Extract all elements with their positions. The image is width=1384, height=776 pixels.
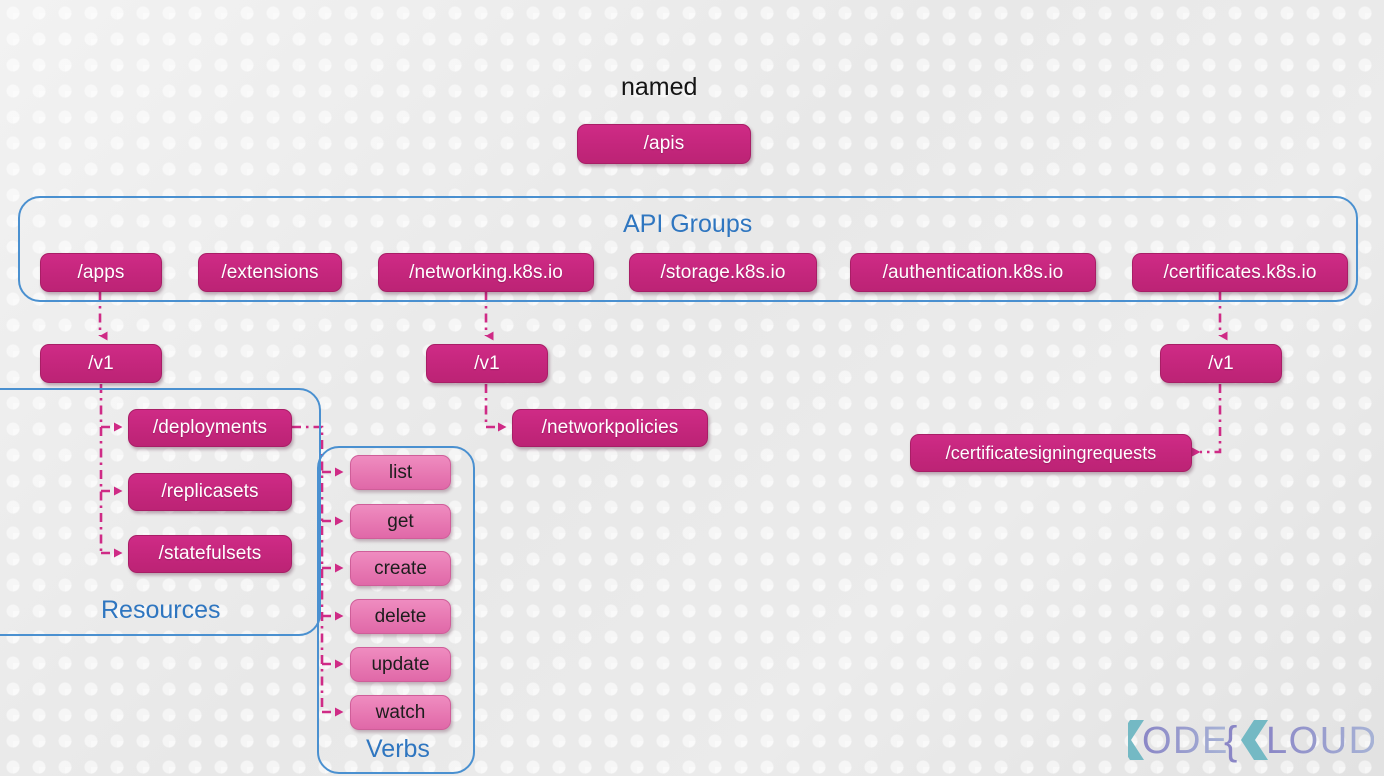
logo-brace-glyph: { [1224,719,1237,763]
api-groups-label: API Groups [623,210,753,238]
kodekloud-logo: ODE { LOUD [1128,719,1374,763]
resource-certificatesigningrequests[interactable]: /certificatesigningrequests [910,434,1192,472]
api-group-authentication[interactable]: /authentication.k8s.io [850,253,1096,292]
api-group-extensions[interactable]: /extensions [198,253,342,292]
verbs-label: Verbs [366,735,430,763]
api-group-certificates[interactable]: /certificates.k8s.io [1132,253,1348,292]
resource-networkpolicies[interactable]: /networkpolicies [512,409,708,447]
resource-statefulsets[interactable]: /statefulsets [128,535,292,573]
named-label: named [621,73,698,101]
logo-text-loud: LOUD [1266,720,1374,762]
resource-deployments[interactable]: /deployments [128,409,292,447]
resources-label: Resources [101,596,221,624]
verb-watch[interactable]: watch [350,695,451,730]
resources-container [0,388,321,636]
version-node-networking-v1[interactable]: /v1 [426,344,548,383]
api-group-storage[interactable]: /storage.k8s.io [629,253,817,292]
logo-text-ode: ODE [1142,720,1229,762]
verb-create[interactable]: create [350,551,451,586]
api-group-networking[interactable]: /networking.k8s.io [378,253,594,292]
resource-replicasets[interactable]: /replicasets [128,473,292,511]
verb-get[interactable]: get [350,504,451,539]
node-apis-root[interactable]: /apis [577,124,751,164]
version-node-certificates-v1[interactable]: /v1 [1160,344,1282,383]
logo-k-chevron-1 [1128,720,1144,760]
version-node-apps-v1[interactable]: /v1 [40,344,162,383]
verb-delete[interactable]: delete [350,599,451,634]
verb-list[interactable]: list [350,455,451,490]
logo-k-chevron-2 [1241,720,1268,760]
api-groups-container [18,196,1358,302]
verbs-container [317,446,475,774]
verb-update[interactable]: update [350,647,451,682]
api-group-apps[interactable]: /apps [40,253,162,292]
